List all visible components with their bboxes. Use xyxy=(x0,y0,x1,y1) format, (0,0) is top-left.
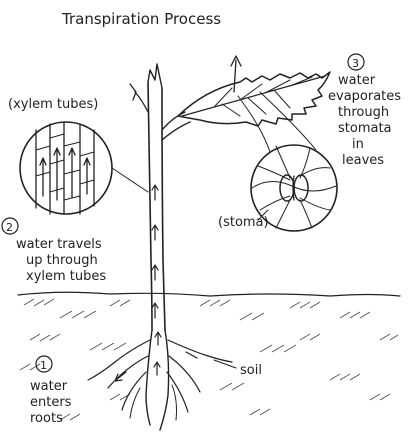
xylem-tubes-label: (xylem tubes) xyxy=(8,97,98,112)
step-1-line-2: enters xyxy=(30,395,72,410)
step-3-line-1: water xyxy=(338,73,376,88)
diagram-title: Transpiration Process xyxy=(61,10,221,28)
step-2-line-2: up through xyxy=(26,253,98,268)
step-2-line-3: xylem tubes xyxy=(26,269,106,284)
soil-label: soil xyxy=(240,363,262,378)
plant-stem xyxy=(130,64,190,330)
stem-flow-arrows xyxy=(152,185,158,318)
xylem-magnified-circle xyxy=(20,122,148,214)
step-2-line-1: water travels xyxy=(16,237,102,252)
leaf xyxy=(178,72,330,126)
step-1-number: 1 xyxy=(40,359,47,372)
step-3-line-4: stomata xyxy=(338,121,392,136)
step-3-line-2: evaporates xyxy=(328,89,401,104)
step-2: 2 water travels up through xylem tubes xyxy=(2,218,106,284)
step-2-number: 2 xyxy=(6,221,13,234)
step-3-line-6: leaves xyxy=(342,153,384,168)
stoma-magnified-circle xyxy=(238,92,337,231)
step-3-line-5: in xyxy=(352,137,364,152)
stoma-label: (stoma) xyxy=(218,215,269,230)
step-3-line-3: through xyxy=(338,105,389,120)
step-3-number: 3 xyxy=(352,57,359,70)
step-1-line-3: roots xyxy=(30,411,63,426)
evaporation-arrow xyxy=(231,56,241,92)
step-1: 1 water enters roots xyxy=(30,356,72,426)
step-3: 3 water evaporates through stomata in le… xyxy=(328,54,401,168)
step-1-line-1: water xyxy=(30,379,68,394)
